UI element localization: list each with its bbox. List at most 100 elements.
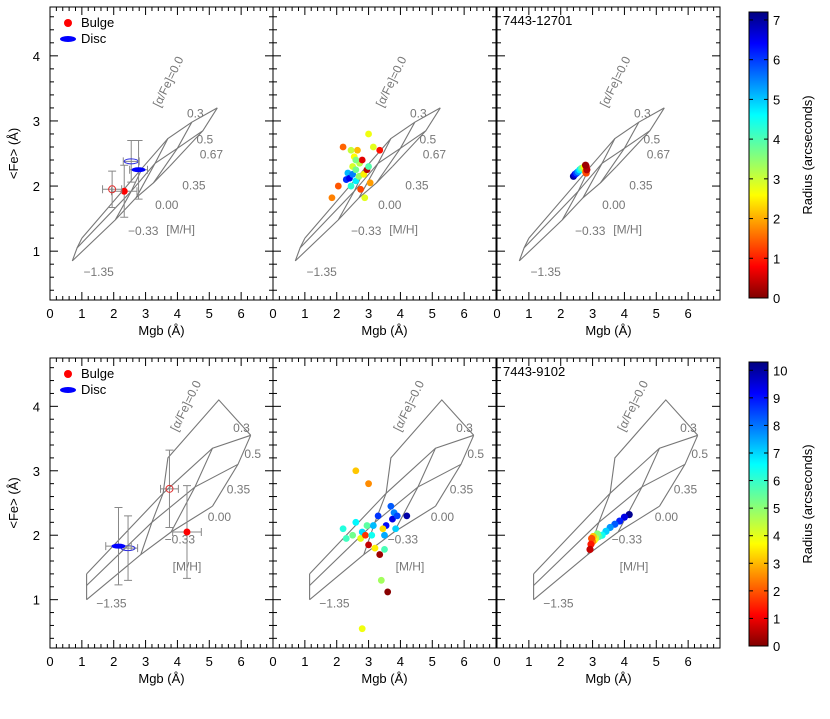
x-tick-label: 2 [333,654,340,669]
panel-frame [272,6,497,301]
x-tick-label: 5 [206,654,213,669]
colorbar-tick-label: 5 [773,92,780,107]
spaxel-point [354,146,361,154]
x-tick-label: 6 [238,654,245,669]
alpha-fe-label: [α/Fe]=0.0 [597,54,634,110]
panel-frame [496,357,721,649]
colorbar-tick-label: 4 [773,529,780,544]
grid-label: −0.33 [165,533,196,547]
y-tick-label: 2 [33,528,40,543]
profile-point [620,513,629,521]
grid-label: 0.5 [244,447,261,461]
spaxel-point [371,544,379,552]
grid-label: 0.5 [420,133,437,147]
error-bar [102,170,123,209]
panel-r2-c1: −1.35−0.330.000.350.50.3[M/H][α/Fe]=0.0B… [6,357,274,686]
panel-frame [496,6,721,301]
x-tick-label: 0 [46,654,53,669]
spaxel-point [365,480,372,488]
x-tick-label: 4 [397,654,404,669]
spaxel-point [334,182,342,190]
x-tick-label: 5 [429,306,436,321]
panel-r2-c2: −1.35−0.330.000.350.50.3[M/H][α/Fe]=0.00… [269,357,497,686]
grid-label: 0.3 [456,421,473,435]
radial-profile-points [586,510,633,554]
spaxel-point [358,625,366,633]
grid-label: [M/H] [620,560,649,574]
grid-label: 0.67 [647,148,671,162]
grid-line [212,435,252,507]
colorbar-gradient [748,361,769,647]
x-tick-label: 4 [174,306,181,321]
alpha-fe-label: [α/Fe]=0.0 [615,378,652,434]
model-grid: −1.35−0.330.000.350.50.3[M/H][α/Fe]=0.0 [533,378,708,610]
model-grid: −1.35−0.330.000.350.50.3[M/H][α/Fe]=0.0 [309,378,484,610]
bulge-point [108,185,117,194]
colorbar-tick-label: 2 [773,212,780,227]
grid-line [600,121,640,184]
grid-label: −1.35 [83,265,114,279]
x-tick-label: 2 [110,654,117,669]
galaxy-id: 7443-9102 [503,364,565,379]
grid-line [170,447,214,533]
grid-label: 0.35 [450,482,474,496]
spaxel-point [347,182,355,190]
spaxel-point [342,535,350,542]
x-tick-label: 6 [238,306,245,321]
profile-point [581,161,590,169]
x-tick-label: 5 [429,654,436,669]
x-axis-title: Mgb (Å) [585,671,631,686]
colorbar-tick-label: 1 [773,251,780,266]
spaxel-point [352,518,360,526]
y-tick-label: 3 [33,114,40,129]
spaxel-points [339,467,411,633]
y-tick-label: 1 [33,244,40,259]
grid-line [309,505,436,601]
grid-line [533,505,660,601]
grid-label: −1.35 [96,596,127,610]
grid-label: 0.00 [431,510,455,524]
spaxel-point [361,531,369,539]
spaxel-point [349,531,357,539]
grid-label: 0.5 [197,133,214,147]
row-2: −1.35−0.330.000.350.50.3[M/H][α/Fe]=0.0B… [6,357,815,686]
model-grid: −1.35−0.330.000.350.670.50.3[M/H][α/Fe]=… [518,54,671,279]
grid-label: [M/H] [166,223,195,237]
profile-point [586,545,594,554]
x-tick-label: 1 [78,306,85,321]
grid-label: −0.33 [351,224,382,238]
grid-label: −0.33 [612,533,643,547]
disc-point [131,167,146,173]
panel-r1-c2: −1.35−0.330.000.350.670.50.3[M/H][α/Fe]=… [269,6,497,338]
spaxel-point [357,535,365,542]
panel-frame [272,357,497,649]
x-axis-title: Mgb (Å) [361,323,407,338]
x-tick-label: 2 [110,306,117,321]
colorbar-tick-label: 7 [773,446,780,461]
bulge-point [165,484,174,493]
grid-line [162,399,252,494]
grid-label: 0.35 [674,482,698,496]
colorbar-tick-label: 6 [773,53,780,68]
radial-profile-points [569,161,591,180]
y-axis [497,367,720,639]
x-axis-title: Mgb (Å) [585,323,631,338]
colorbar-tick-label: 0 [773,291,780,306]
spaxel-point [347,146,355,154]
legend-bulge-marker [64,19,72,27]
grid-line [86,505,213,601]
grid-label: 0.5 [644,133,661,147]
x-tick-label: 0 [46,306,53,321]
colorbar-tick-label: 3 [773,556,780,571]
spaxel-point [365,130,372,138]
spaxel-point [365,541,372,549]
x-tick-label: 4 [174,654,181,669]
galaxy-id: 7443-12701 [503,13,572,28]
spaxel-point [374,512,382,520]
